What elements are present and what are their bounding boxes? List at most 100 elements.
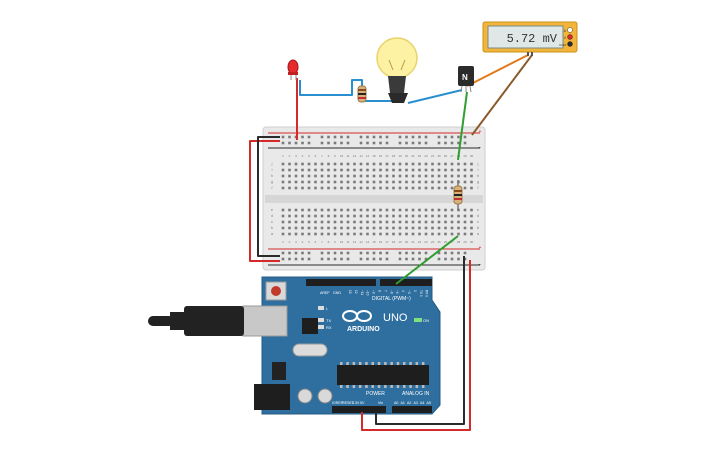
breadboard-hole[interactable] bbox=[281, 226, 285, 230]
breadboard-hole[interactable] bbox=[301, 208, 304, 212]
breadboard-hole[interactable] bbox=[327, 168, 330, 172]
breadboard-hole[interactable] bbox=[366, 232, 369, 236]
breadboard-hole[interactable] bbox=[366, 251, 369, 255]
breadboard-hole[interactable] bbox=[320, 208, 324, 212]
breadboard-hole[interactable] bbox=[398, 135, 402, 139]
breadboard-hole[interactable] bbox=[327, 141, 330, 145]
breadboard-hole[interactable] bbox=[372, 162, 376, 166]
breadboard-hole[interactable] bbox=[431, 232, 434, 236]
breadboard-hole[interactable] bbox=[288, 257, 291, 261]
breadboard-hole[interactable] bbox=[366, 135, 369, 139]
breadboard-hole[interactable] bbox=[327, 251, 330, 255]
breadboard-hole[interactable] bbox=[327, 162, 330, 166]
breadboard-hole[interactable] bbox=[392, 168, 395, 172]
breadboard-hole[interactable] bbox=[385, 220, 389, 224]
breadboard-hole[interactable] bbox=[411, 135, 415, 139]
breadboard-hole[interactable] bbox=[320, 186, 324, 190]
breadboard-hole[interactable] bbox=[450, 214, 454, 218]
breadboard-hole[interactable] bbox=[320, 251, 324, 255]
breadboard-hole[interactable] bbox=[359, 220, 363, 224]
breadboard-hole[interactable] bbox=[372, 251, 376, 255]
breadboard-hole[interactable] bbox=[405, 214, 408, 218]
breadboard-hole[interactable] bbox=[294, 208, 298, 212]
breadboard-hole[interactable] bbox=[437, 214, 441, 218]
breadboard-hole[interactable] bbox=[385, 141, 389, 145]
wire-left-black[interactable] bbox=[257, 136, 280, 257]
breadboard-hole[interactable] bbox=[359, 214, 363, 218]
breadboard-hole[interactable] bbox=[437, 162, 441, 166]
breadboard-hole[interactable] bbox=[327, 214, 330, 218]
breadboard-hole[interactable] bbox=[288, 232, 291, 236]
breadboard-hole[interactable] bbox=[444, 135, 447, 139]
breadboard-hole[interactable] bbox=[353, 214, 356, 218]
breadboard-hole[interactable] bbox=[359, 186, 363, 190]
breadboard-hole[interactable] bbox=[411, 180, 415, 184]
breadboard-hole[interactable] bbox=[353, 174, 356, 178]
breadboard-hole[interactable] bbox=[405, 135, 408, 139]
breadboard-hole[interactable] bbox=[450, 226, 454, 230]
breadboard-hole[interactable] bbox=[372, 257, 376, 261]
breadboard-hole[interactable] bbox=[366, 186, 369, 190]
breadboard-hole[interactable] bbox=[333, 180, 337, 184]
breadboard-hole[interactable] bbox=[463, 186, 467, 190]
breadboard-hole[interactable] bbox=[463, 135, 467, 139]
breadboard-hole[interactable] bbox=[346, 168, 350, 172]
breadboard-hole[interactable] bbox=[444, 186, 447, 190]
terminal-a[interactable] bbox=[567, 27, 573, 33]
breadboard-hole[interactable] bbox=[372, 214, 376, 218]
breadboard-hole[interactable] bbox=[372, 220, 376, 224]
breadboard-hole[interactable] bbox=[457, 141, 460, 145]
breadboard-hole[interactable] bbox=[359, 174, 363, 178]
breadboard-hole[interactable] bbox=[418, 226, 421, 230]
breadboard-hole[interactable] bbox=[437, 208, 441, 212]
breadboard-hole[interactable] bbox=[294, 186, 298, 190]
breadboard-hole[interactable] bbox=[379, 186, 382, 190]
breadboard-hole[interactable] bbox=[418, 232, 421, 236]
breadboard-hole[interactable] bbox=[307, 208, 311, 212]
breadboard-hole[interactable] bbox=[307, 226, 311, 230]
breadboard-hole[interactable] bbox=[288, 162, 291, 166]
breadboard-hole[interactable] bbox=[405, 141, 408, 145]
breadboard-hole[interactable] bbox=[346, 251, 350, 255]
breadboard-hole[interactable] bbox=[320, 162, 324, 166]
breadboard-hole[interactable] bbox=[320, 168, 324, 172]
breadboard-hole[interactable] bbox=[385, 251, 389, 255]
breadboard-hole[interactable] bbox=[463, 208, 467, 212]
breadboard-hole[interactable] bbox=[424, 226, 428, 230]
breadboard-hole[interactable] bbox=[288, 141, 291, 145]
breadboard-hole[interactable] bbox=[470, 214, 473, 218]
breadboard-hole[interactable] bbox=[463, 232, 467, 236]
breadboard-hole[interactable] bbox=[333, 226, 337, 230]
breadboard-hole[interactable] bbox=[457, 232, 460, 236]
breadboard-hole[interactable] bbox=[437, 251, 441, 255]
breadboard-hole[interactable] bbox=[463, 180, 467, 184]
breadboard-hole[interactable] bbox=[470, 162, 473, 166]
breadboard-hole[interactable] bbox=[424, 174, 428, 178]
breadboard-hole[interactable] bbox=[366, 226, 369, 230]
breadboard-hole[interactable] bbox=[457, 168, 460, 172]
breadboard-hole[interactable] bbox=[470, 186, 473, 190]
breadboard-hole[interactable] bbox=[281, 214, 285, 218]
breadboard-hole[interactable] bbox=[294, 257, 298, 261]
breadboard-hole[interactable] bbox=[372, 141, 376, 145]
breadboard-hole[interactable] bbox=[431, 214, 434, 218]
breadboard-hole[interactable] bbox=[450, 257, 454, 261]
breadboard-hole[interactable] bbox=[418, 168, 421, 172]
breadboard-hole[interactable] bbox=[418, 135, 421, 139]
breadboard-hole[interactable] bbox=[398, 232, 402, 236]
breadboard-hole[interactable] bbox=[294, 168, 298, 172]
breadboard-hole[interactable] bbox=[385, 135, 389, 139]
breadboard-hole[interactable] bbox=[424, 162, 428, 166]
breadboard-hole[interactable] bbox=[444, 168, 447, 172]
breadboard-hole[interactable] bbox=[392, 232, 395, 236]
breadboard-hole[interactable] bbox=[366, 257, 369, 261]
breadboard-hole[interactable] bbox=[385, 257, 389, 261]
breadboard-hole[interactable] bbox=[424, 208, 428, 212]
breadboard-hole[interactable] bbox=[294, 214, 298, 218]
breadboard-hole[interactable] bbox=[379, 214, 382, 218]
breadboard-hole[interactable] bbox=[398, 251, 402, 255]
breadboard-hole[interactable] bbox=[463, 251, 467, 255]
breadboard-hole[interactable] bbox=[346, 186, 350, 190]
breadboard-hole[interactable] bbox=[294, 220, 298, 224]
breadboard-hole[interactable] bbox=[366, 220, 369, 224]
